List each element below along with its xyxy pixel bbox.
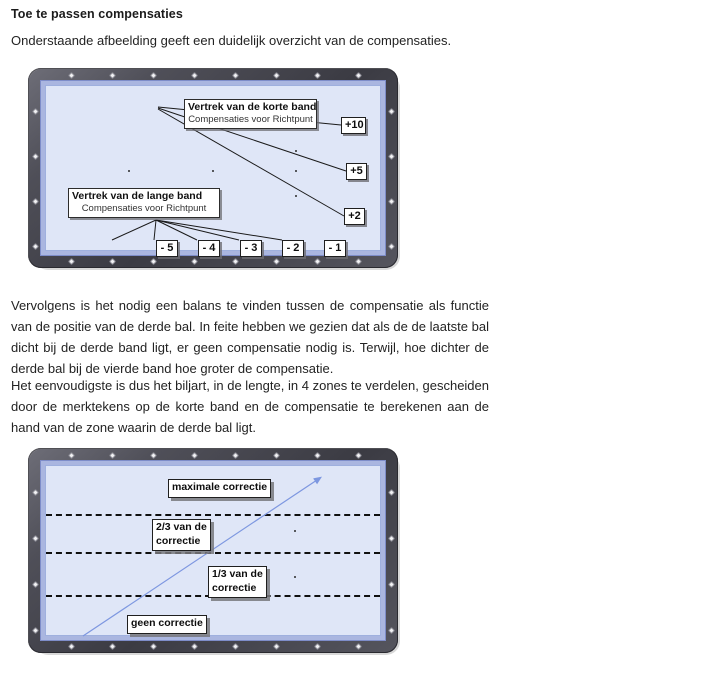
zone-divider-2 [46, 552, 380, 554]
compensation-value-minus4[interactable]: - 4 [198, 240, 220, 257]
ball-spot [294, 530, 296, 532]
callout-short-band-title: Vertrek van de korte band [188, 101, 317, 113]
callout-long-band[interactable]: Vertrek van de lange band Compensaties v… [68, 188, 220, 218]
ball-spot [212, 170, 214, 172]
zone-label-line1: geen correctie [131, 617, 203, 629]
compensation-value-plus10[interactable]: +10 [341, 117, 366, 134]
zone-label-line2: correctie [156, 534, 201, 547]
zone-label-line1: 2/3 van de [156, 521, 207, 533]
ball-spot [128, 170, 130, 172]
page-title: Toe te passen compensaties [11, 7, 183, 21]
callout-short-band[interactable]: Vertrek van de korte band Compensaties v… [184, 99, 317, 129]
zone-label-eenderde-correctie[interactable]: 1/3 van de correctie [208, 566, 267, 598]
intro-paragraph: Onderstaande afbeelding geeft een duidel… [11, 33, 452, 48]
zone-label-line2: correctie [212, 581, 257, 594]
compensation-value-minus3[interactable]: - 3 [240, 240, 262, 257]
zone-divider-1 [46, 514, 380, 516]
paragraph-balance: Vervolgens is het nodig een balans te vi… [11, 298, 489, 376]
callout-long-band-subtitle: Compensaties voor Richtpunt [81, 203, 207, 214]
callout-short-band-subtitle: Compensaties voor Richtpunt [188, 114, 313, 125]
zone-label-geen-correctie[interactable]: geen correctie [127, 615, 207, 634]
ball-spot [295, 150, 297, 152]
ball-spot [295, 170, 297, 172]
zone-label-tweederde-correctie[interactable]: 2/3 van de correctie [152, 519, 211, 551]
callout-long-band-title: Vertrek van de lange band [72, 190, 203, 202]
compensation-value-minus2[interactable]: - 2 [282, 240, 304, 257]
zone-label-line1: 1/3 van de [212, 568, 263, 580]
compensation-value-minus1[interactable]: - 1 [324, 240, 346, 257]
ball-spot [295, 195, 297, 197]
compensation-value-plus2[interactable]: +2 [344, 208, 365, 225]
paragraph-zones: Het eenvoudigste is dus het biljart, in … [11, 378, 489, 435]
compensation-value-minus5[interactable]: - 5 [156, 240, 178, 257]
figure-one-billiard-table: Vertrek van de korte band Compensaties v… [28, 68, 400, 270]
zone-label-line1: maximale correctie [172, 481, 268, 493]
compensation-value-plus5[interactable]: +5 [346, 163, 367, 180]
zone-label-maximale-correctie[interactable]: maximale correctie [168, 479, 272, 498]
figure-two-billiard-table: maximale correctie 2/3 van de correctie … [28, 448, 400, 655]
ball-spot [294, 576, 296, 578]
